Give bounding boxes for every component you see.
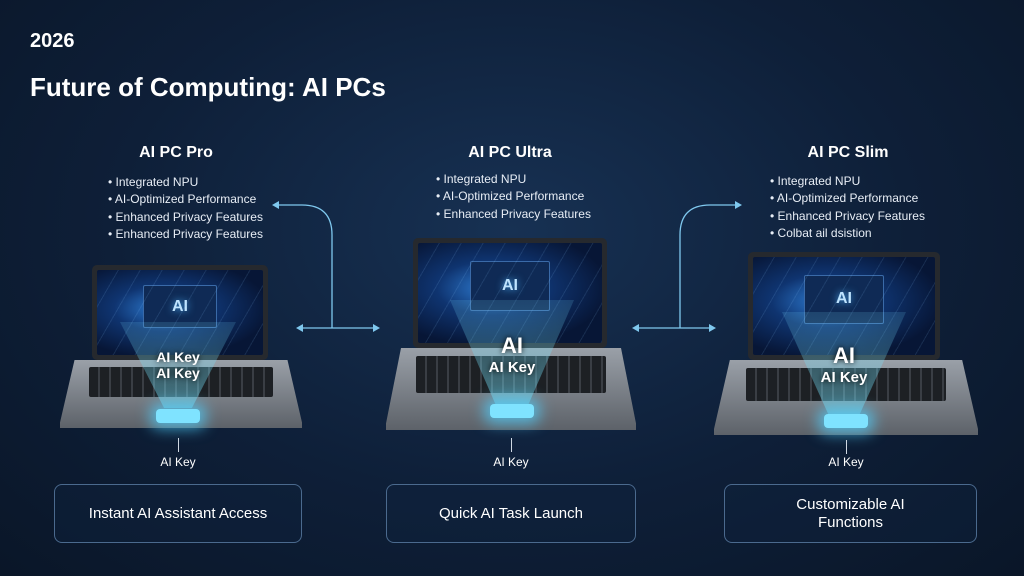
function-box-pro: Instant AI Assistant Access	[54, 484, 302, 543]
feature-item: Integrated NPU	[436, 171, 591, 188]
beam-text: AI Key	[156, 365, 200, 381]
screen-ai-logo: AI	[143, 285, 217, 328]
beam-text: AI Key	[820, 368, 868, 386]
beam-text: AI	[833, 342, 855, 368]
year-label: 2026	[30, 30, 75, 52]
callout-tick	[511, 438, 512, 452]
keyboard	[89, 366, 273, 398]
feature-item: Enhanced Privacy Features	[770, 208, 925, 225]
feature-item: Integrated NPU	[108, 174, 263, 191]
feature-item: AI-Optimized Performance	[108, 191, 263, 208]
product-title-slim: AI PC Slim	[807, 144, 889, 161]
laptop-screen: AI	[413, 238, 607, 348]
laptop-screen: AI	[748, 252, 940, 360]
keyboard	[416, 356, 606, 394]
keyboard	[745, 367, 947, 402]
page-title: Future of Computing: AI PCs	[30, 72, 386, 102]
feature-item: Colbat ail dsistion	[770, 225, 925, 242]
laptop-base	[714, 360, 978, 435]
beam-text: AI	[501, 332, 523, 358]
feature-item: Enhanced Privacy Features	[108, 209, 263, 226]
feature-item: Enhanced Privacy Features	[436, 206, 591, 223]
arrow-right-curve	[679, 204, 738, 328]
ai-key-glow	[490, 404, 534, 418]
callout-tick	[178, 438, 179, 452]
function-box-ultra: Quick AI Task Launch	[386, 484, 636, 543]
feature-list-ultra: Integrated NPU AI-Optimized Performance …	[436, 171, 591, 223]
feature-item: AI-Optimized Performance	[770, 190, 925, 207]
beam-text: AI Key	[156, 349, 200, 365]
ai-key-label: AI Key	[160, 455, 196, 469]
product-title-pro: AI PC Pro	[139, 144, 213, 161]
feature-list-slim: Integrated NPU AI-Optimized Performance …	[770, 173, 925, 242]
feature-item: AI-Optimized Performance	[436, 188, 591, 205]
function-box-slim: Customizable AI Functions	[724, 484, 977, 543]
ai-key-label: AI Key	[493, 455, 529, 469]
feature-item: Enhanced Privacy Features	[108, 226, 263, 243]
laptop-screen: AI	[92, 265, 268, 360]
ai-key-glow	[156, 409, 200, 423]
arrow-left-curve	[276, 204, 333, 328]
product-title-ultra: AI PC Ultra	[468, 144, 552, 161]
beam-text: AI Key	[488, 358, 536, 376]
ai-key-label: AI Key	[828, 455, 864, 469]
ai-key-glow	[824, 414, 868, 428]
callout-tick	[846, 440, 847, 454]
feature-list-pro: Integrated NPU AI-Optimized Performance …	[108, 174, 263, 243]
feature-item: Integrated NPU	[770, 173, 925, 190]
